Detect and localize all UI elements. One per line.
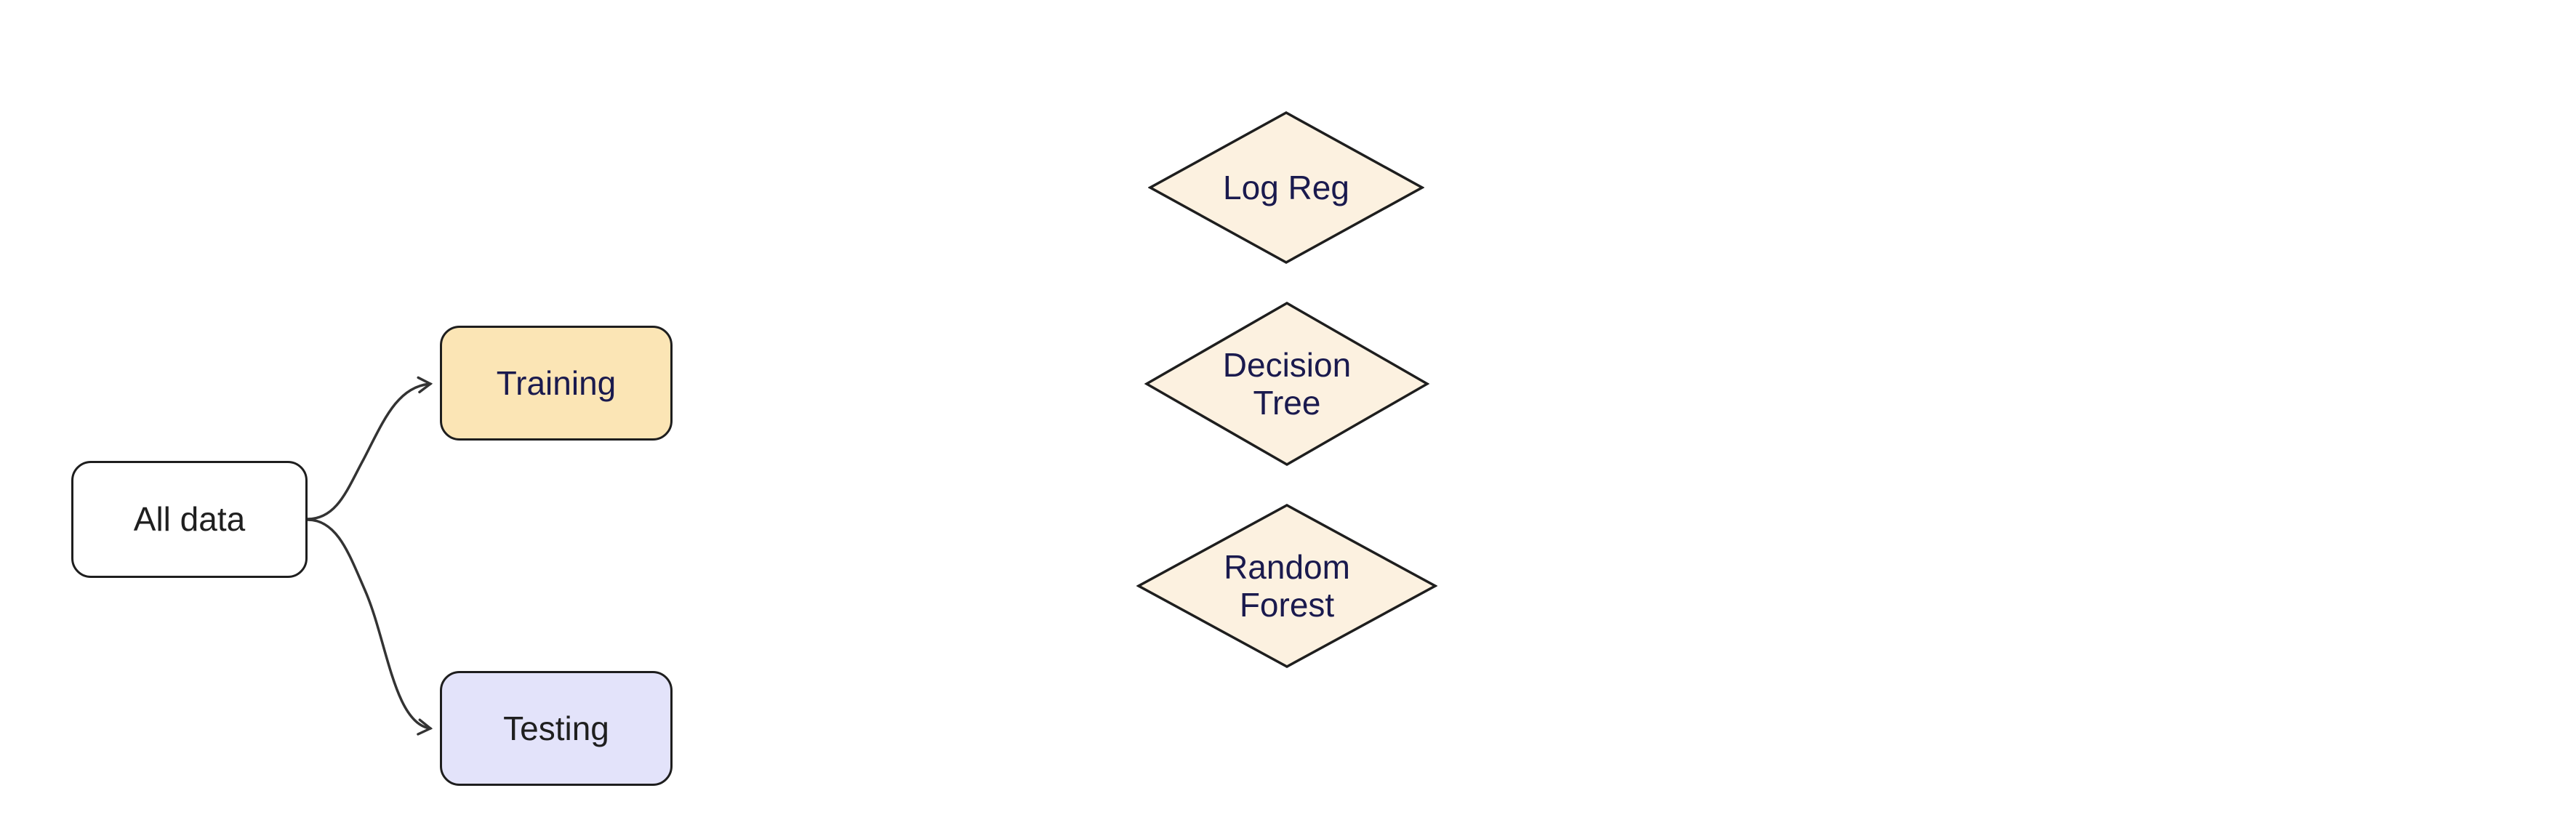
node-random-forest-label-line2: Forest [1239, 586, 1335, 624]
random-forest-diamond-polygon [1136, 504, 1437, 668]
edge-all-data-to-training [306, 384, 430, 520]
decision-tree-diamond-shape [1144, 301, 1429, 467]
node-log-reg-label: Log Reg [1148, 110, 1424, 265]
node-decision-tree-label: Decision Tree [1144, 301, 1429, 467]
node-random-forest-label-line1: Random [1224, 548, 1350, 586]
node-log-reg: Log Reg [1148, 110, 1424, 265]
node-testing-label: Testing [503, 709, 609, 747]
log-reg-diamond-shape [1148, 111, 1424, 264]
node-all-data-label: All data [133, 500, 246, 539]
node-random-forest-label: Random Forest [1136, 503, 1437, 669]
node-training-label: Training [496, 363, 617, 402]
node-random-forest: Random Forest [1136, 503, 1437, 669]
node-testing: Testing [440, 671, 673, 786]
decision-tree-diamond-polygon [1144, 301, 1429, 467]
node-decision-tree-label-line2: Tree [1253, 384, 1321, 422]
node-log-reg-label-text: Log Reg [1223, 169, 1349, 206]
node-decision-tree: Decision Tree [1144, 301, 1429, 467]
node-all-data: All data [71, 461, 308, 578]
edge-all-data-to-testing [306, 518, 430, 728]
random-forest-diamond-shape [1136, 504, 1437, 668]
log-reg-diamond-polygon [1148, 111, 1424, 264]
node-training: Training [440, 326, 673, 441]
node-decision-tree-label-line1: Decision [1222, 346, 1352, 384]
